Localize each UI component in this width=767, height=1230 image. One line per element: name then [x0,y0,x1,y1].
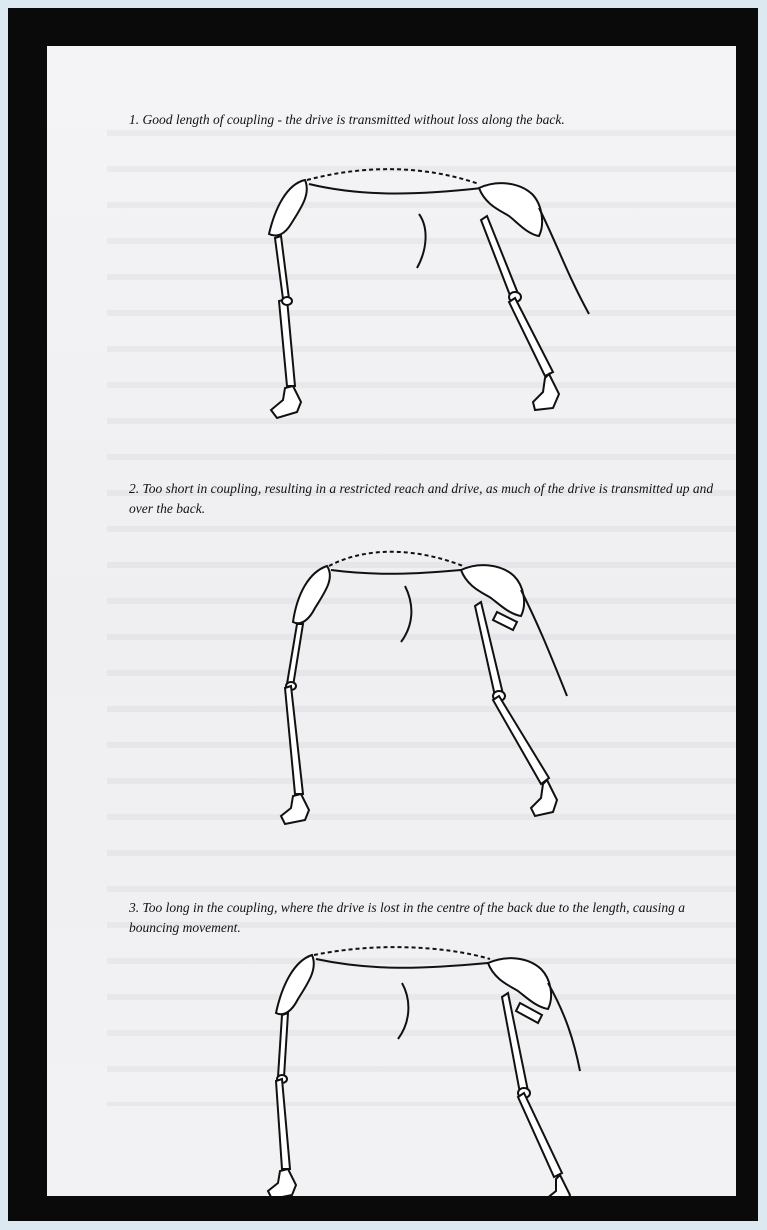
figure-1-skeleton [247,164,597,444]
figure-3-skeleton [262,941,582,1196]
book-page: 1. Good length of coupling - the drive i… [47,46,736,1196]
figure-2-skeleton [267,546,607,836]
figure-3-caption: 3. Too long in the coupling, where the d… [129,898,729,938]
photo-frame: 1. Good length of coupling - the drive i… [8,8,758,1221]
figure-1-caption: 1. Good length of coupling - the drive i… [129,110,729,130]
figure-2-caption: 2. Too short in coupling, resulting in a… [129,479,729,519]
